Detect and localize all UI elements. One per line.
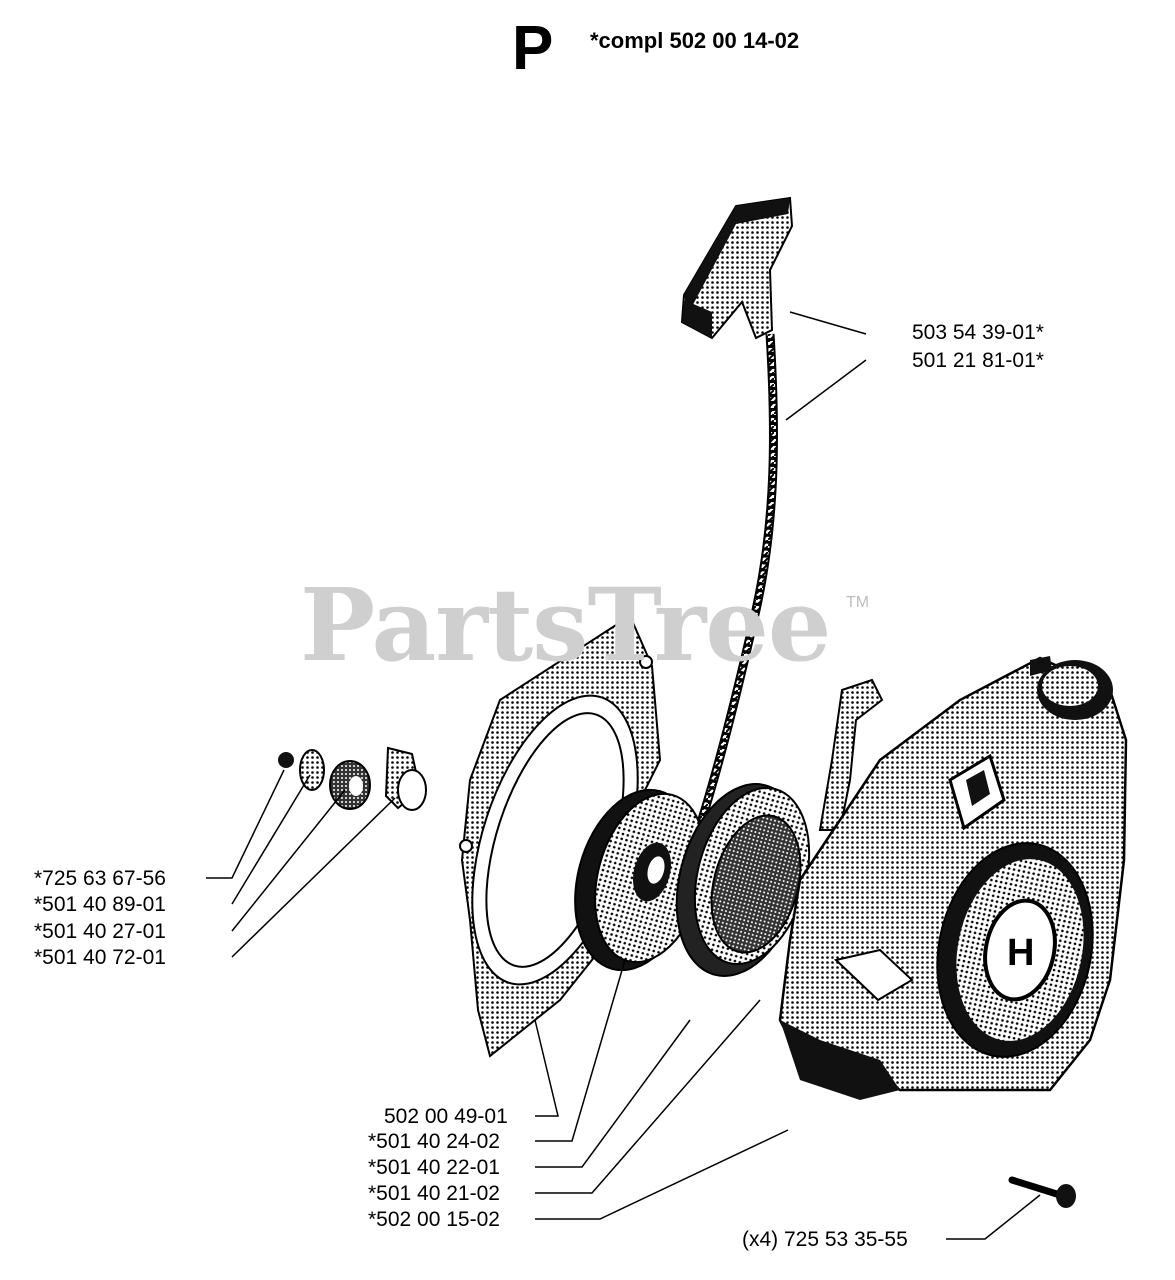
label-housing-screw: (x4) 725 53 35-55 (742, 1228, 908, 1251)
label-rope: 501 21 81-01* (912, 349, 1044, 372)
label-washer: *501 40 89-01 (34, 893, 166, 916)
label-spring-cup: *501 40 22-01 (368, 1156, 500, 1179)
housing-screw (1008, 1176, 1076, 1208)
base-plate (459, 614, 662, 1058)
label-pulley: *501 40 24-02 (368, 1130, 500, 1153)
leader-lines (206, 311, 1041, 1240)
starter-housing: H (778, 656, 1128, 1100)
label-housing: *502 00 15-02 (368, 1208, 500, 1231)
label-bushing: *501 40 27-01 (34, 920, 166, 943)
watermark-trademark: TM (846, 594, 870, 611)
watermark-logo: PartsTree (300, 566, 832, 684)
label-plate: 502 00 49-01 (384, 1105, 508, 1128)
svg-text:H: H (1007, 932, 1034, 974)
starter-handle (680, 196, 794, 340)
label-sleeve: *501 40 72-01 (34, 946, 166, 969)
rope-guide (818, 678, 884, 831)
label-screw: *725 63 67-56 (34, 867, 166, 890)
label-handle: 503 54 39-01* (912, 321, 1044, 344)
screw-washer-bushing-sleeve (278, 746, 427, 811)
label-spring: *501 40 21-02 (368, 1182, 500, 1205)
section-letter: P (512, 14, 554, 83)
spring-cup (675, 783, 811, 977)
assembly-part-number: *compl 502 00 14-02 (590, 28, 800, 53)
